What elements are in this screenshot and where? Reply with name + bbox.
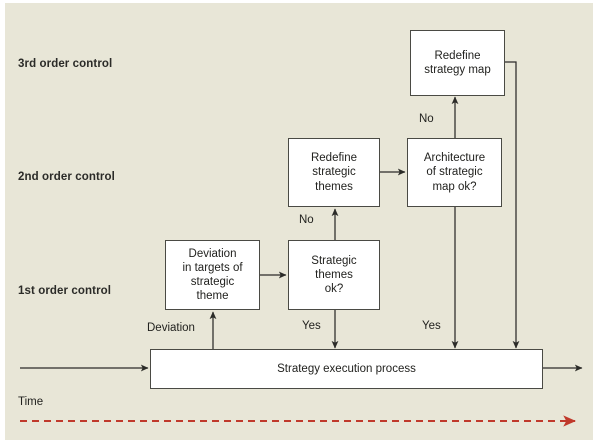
node-redefine-strategic-themes[interactable]: Redefine strategic themes	[288, 138, 380, 207]
edge-label-deviation: Deviation	[147, 322, 195, 334]
tier-label-2nd-order-control: 2nd order control	[18, 171, 115, 183]
edge-label-no-themes: No	[299, 214, 314, 226]
node-architecture-of-strategic-map-ok[interactable]: Architecture of strategic map ok?	[407, 138, 502, 207]
node-redefine-strategy-map[interactable]: Redefine strategy map	[410, 30, 505, 96]
node-strategic-themes-ok[interactable]: Strategic themes ok?	[288, 240, 380, 310]
edge-label-no-architecture: No	[419, 113, 434, 125]
tier-label-1st-order-control: 1st order control	[18, 285, 112, 297]
node-deviation-in-targets-of-strategic-theme[interactable]: Deviation in targets of strategic theme	[165, 240, 260, 310]
edge-redefine-map-to-process	[505, 61, 520, 349]
edge-label-yes-architecture: Yes	[422, 320, 441, 332]
node-strategy-execution-process[interactable]: Strategy execution process	[150, 349, 543, 389]
tier-label-3rd-order-control: 3rd order control	[18, 58, 113, 70]
timeline-label: Time	[18, 396, 44, 408]
edge-label-yes-themes: Yes	[302, 320, 321, 332]
